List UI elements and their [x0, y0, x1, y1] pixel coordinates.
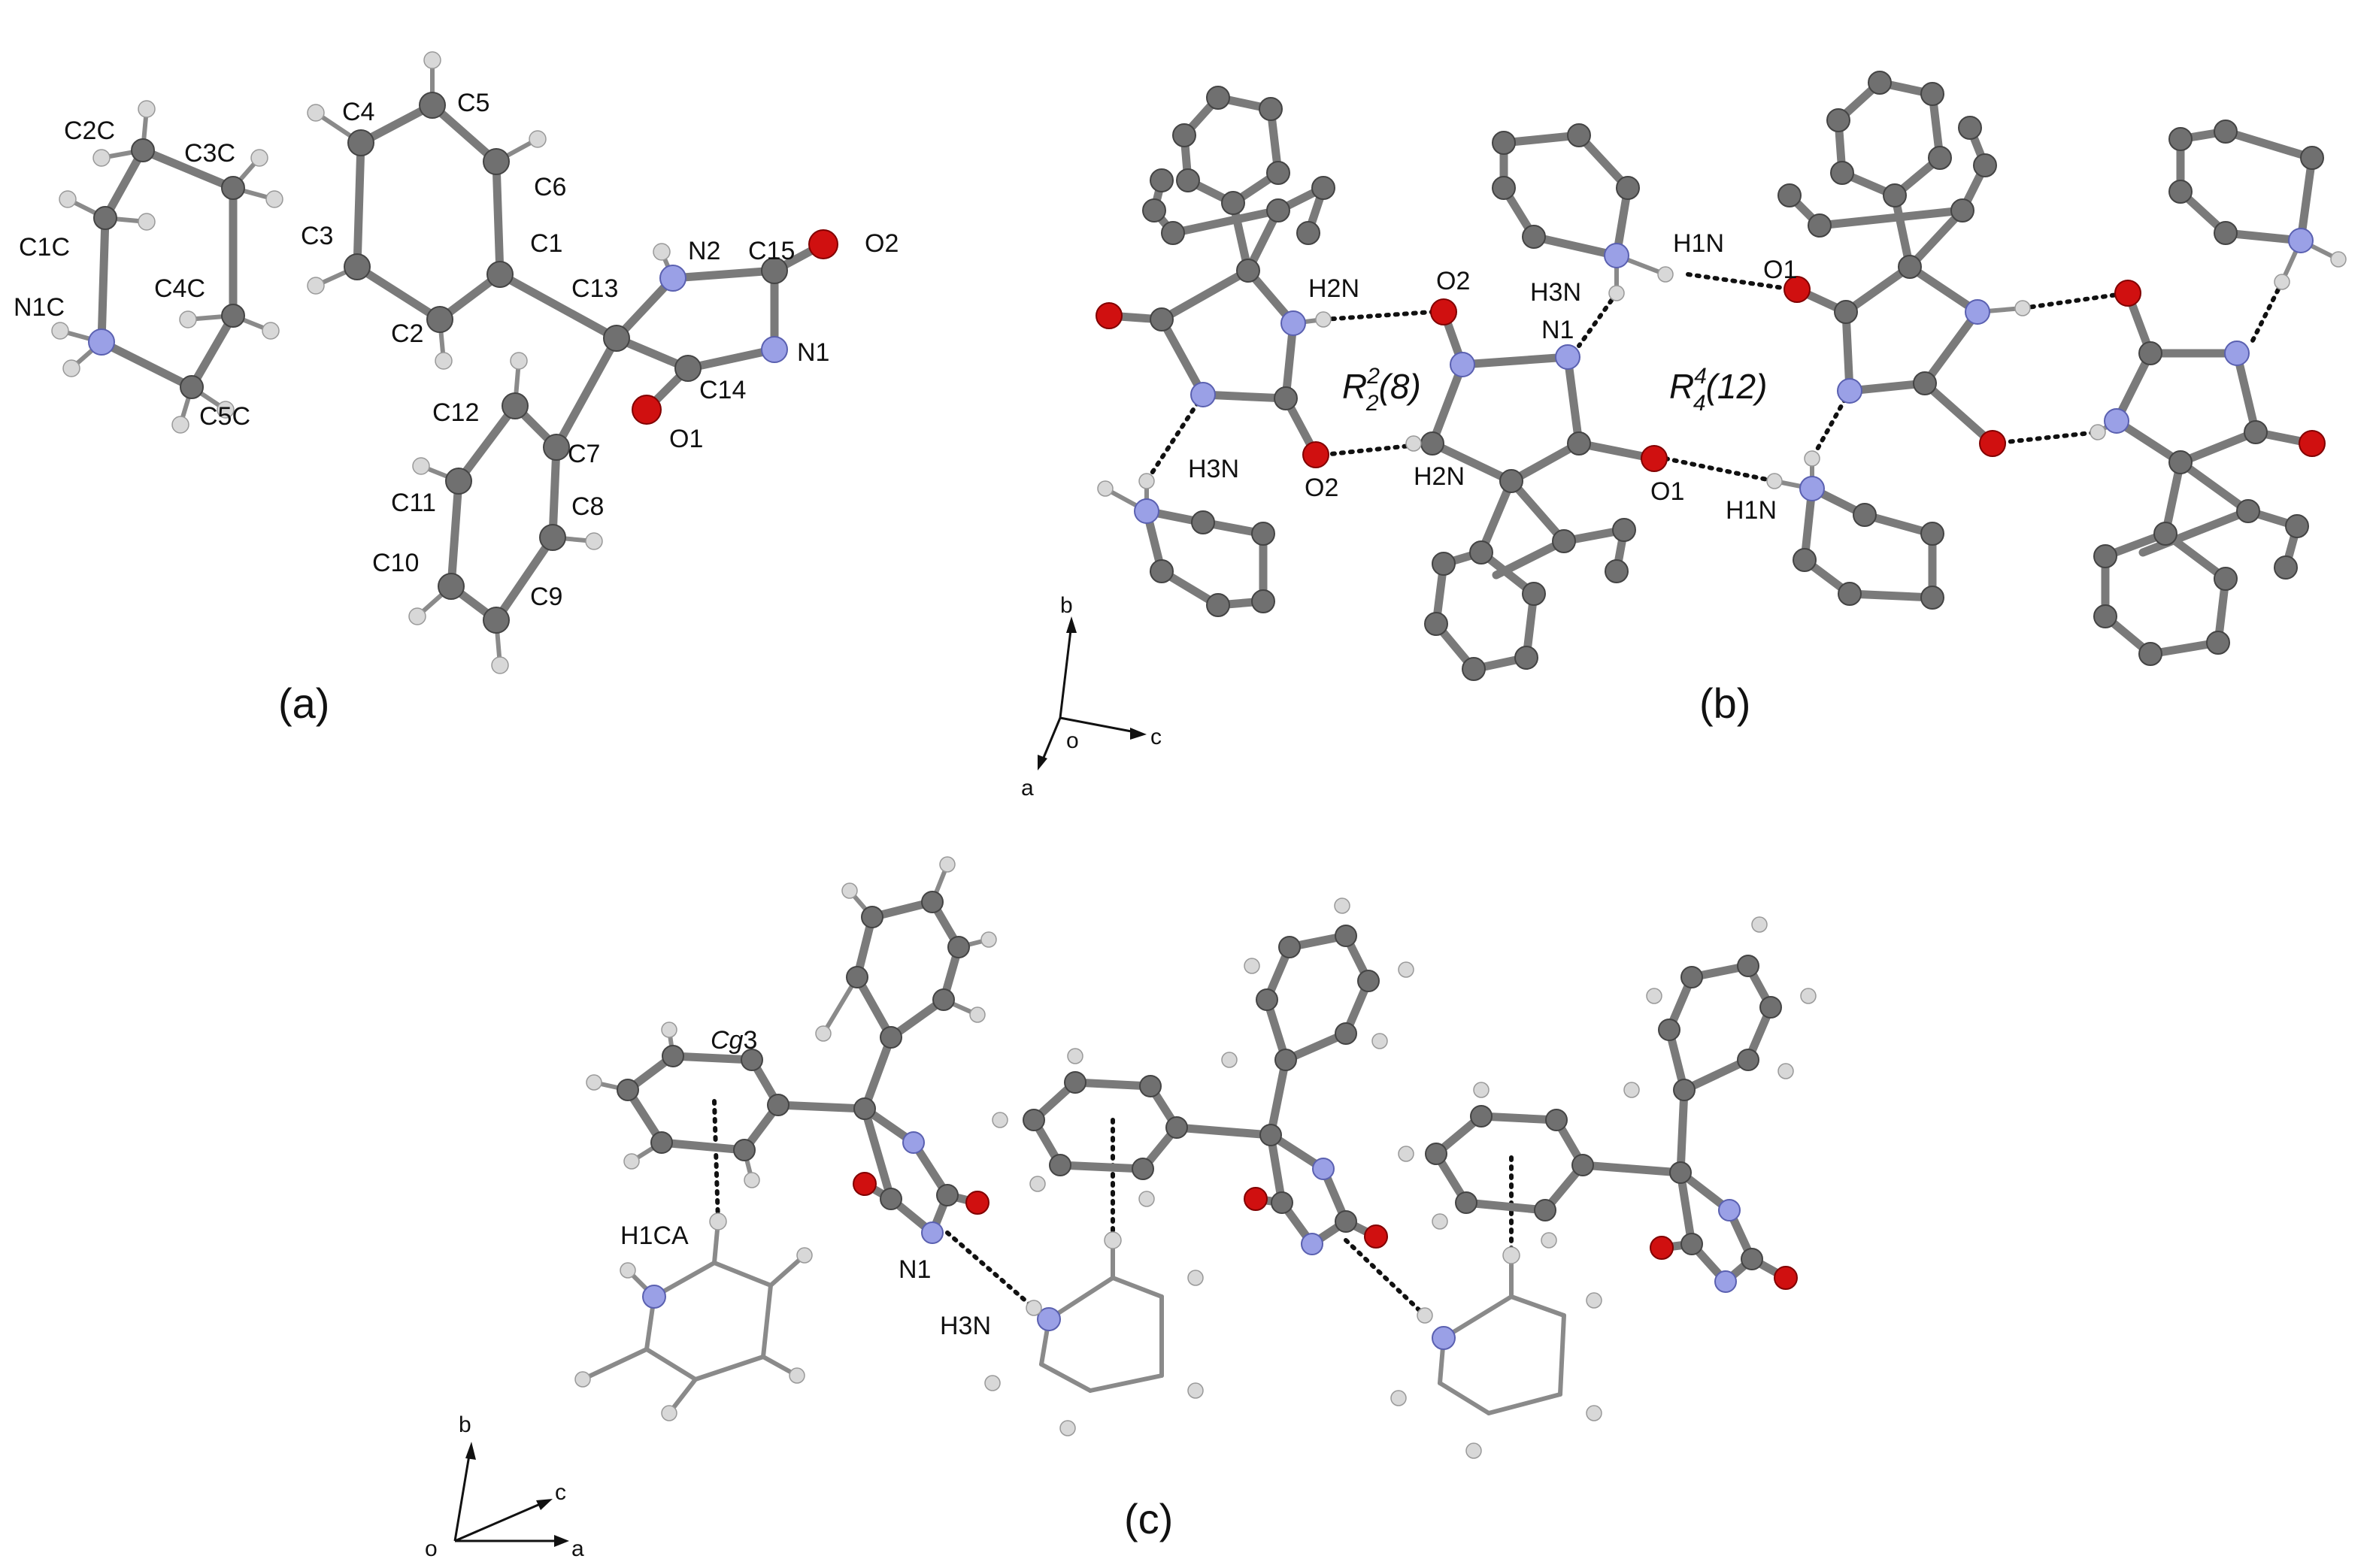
- label-b-h2n-bottom: H2N: [1414, 462, 1465, 491]
- label-c12: C12: [432, 398, 479, 427]
- label-o1: O1: [669, 425, 703, 453]
- label-c-h3n: H3N: [940, 1312, 991, 1340]
- label-b-h3n-left: H3N: [1188, 455, 1239, 483]
- label-c15: C15: [748, 237, 795, 265]
- hbond-h3n-n1-left: [1144, 392, 1205, 483]
- piperidinium-cation-a: [51, 100, 283, 434]
- r22-sub: 2: [1365, 391, 1379, 416]
- axis-b-c: c: [1150, 725, 1162, 749]
- r44-suffix: (12): [1706, 367, 1768, 406]
- label-b-o2-top: O2: [1436, 267, 1470, 295]
- axis-b-b: b: [1060, 593, 1073, 618]
- r44-sub: 4: [1693, 391, 1706, 416]
- panel-a: C2C C3C C1C C4C N1C C5C C4 C5 C6 C3 C1 N…: [14, 51, 899, 727]
- label-b-o2-bottom: O2: [1305, 474, 1338, 502]
- hbond-h3n-n1-right: [1810, 389, 1852, 461]
- r44-letter: R: [1669, 367, 1694, 406]
- label-c4c: C4C: [154, 274, 205, 303]
- label-b-h1n-bottom: H1N: [1726, 496, 1777, 525]
- hbond-o-h-right-bottom: [1990, 430, 2100, 446]
- panel-b: H2N O2 H3N H1N O1 N1 H3N O2 H2N O1 H1N R…: [1021, 71, 2347, 801]
- hbond-c1: [945, 1230, 1036, 1310]
- label-b-h3n-mid: H3N: [1530, 278, 1581, 307]
- piperidinium-b3: [1766, 450, 1944, 610]
- hbond-o1-h1n-bottom: [1663, 456, 1777, 483]
- label-c-n1: N1: [899, 1255, 931, 1284]
- axes-b: b c a o: [1021, 593, 1162, 801]
- hbond-h3n-n1-mid: [1577, 291, 1619, 348]
- hbond-c2: [1344, 1238, 1427, 1318]
- label-c-h1ca: H1CA: [620, 1221, 689, 1250]
- hbond-h1n-o1-top: [1686, 272, 1796, 292]
- label-b-o1-top: O1: [1763, 256, 1797, 284]
- cg3-number: 3: [743, 1026, 757, 1055]
- label-c3c: C3C: [184, 139, 235, 168]
- axis-c-c: c: [555, 1480, 566, 1505]
- label-c8: C8: [571, 492, 604, 521]
- piperidinium-b1: [1097, 473, 1275, 617]
- axis-b-origin: o: [1066, 728, 1079, 753]
- cg3-italic: Cg: [711, 1026, 744, 1055]
- axes-c: b c a o: [425, 1412, 584, 1561]
- label-c13: C13: [571, 274, 618, 303]
- label-c3: C3: [301, 222, 333, 250]
- axis-c-origin: o: [425, 1536, 438, 1561]
- label-b-h1n-top: H1N: [1673, 229, 1724, 258]
- panel-c-label: (c): [1124, 1495, 1173, 1542]
- phenytoin-anion-b1: [1096, 86, 1335, 468]
- hbond-h-o-right-top: [2020, 291, 2130, 310]
- hbond-h2n-o2-top: [1321, 310, 1435, 322]
- label-c10: C10: [372, 549, 419, 577]
- label-c1: C1: [530, 229, 562, 258]
- label-c5: C5: [457, 89, 489, 117]
- label-c14: C14: [699, 376, 746, 404]
- label-c1c: C1C: [19, 233, 70, 262]
- label-c9: C9: [530, 583, 562, 611]
- panel-b-label: (b): [1699, 680, 1750, 727]
- hbond-h3n-n-far-right: [2250, 280, 2284, 344]
- panel-a-label: (a): [278, 680, 329, 727]
- label-c11: C11: [391, 489, 436, 517]
- label-n1c: N1C: [14, 293, 65, 322]
- label-c6: C6: [534, 173, 566, 201]
- axis-b-a: a: [1021, 776, 1034, 801]
- label-c4: C4: [342, 98, 374, 126]
- label-b-h2n-top: H2N: [1308, 274, 1359, 303]
- label-c2c: C2C: [64, 117, 115, 145]
- label-b-n1: N1: [1541, 316, 1574, 344]
- molecule-set-c2: [984, 898, 1414, 1436]
- piperidinium-b2: [1492, 123, 1674, 301]
- label-o2: O2: [865, 229, 899, 258]
- panel-c: Cg3 H1CA N1 H3N b c a o (c): [425, 856, 1817, 1561]
- axis-c-a: a: [571, 1536, 584, 1561]
- label-n2: N2: [688, 237, 720, 265]
- axis-c-b: b: [459, 1412, 471, 1437]
- phenytoin-anion-a: [307, 51, 838, 674]
- r22-suffix: (8): [1379, 367, 1421, 406]
- molecule-set-c3: [1390, 916, 1817, 1459]
- label-cg3: Cg3: [711, 1026, 757, 1055]
- molecule-set-c1: [574, 856, 997, 1421]
- r22-sup: 2: [1366, 364, 1380, 389]
- label-c5c: C5C: [199, 402, 250, 431]
- ch-pi-1: [712, 1099, 720, 1224]
- phenytoin-anion-b2: [1405, 298, 1668, 681]
- r22-letter: R: [1342, 367, 1367, 406]
- label-b-o1-bottom: O1: [1650, 477, 1684, 506]
- svg-text:R44(12): R44(12): [1669, 364, 1767, 416]
- phenytoin-anion-b4: [2090, 280, 2326, 666]
- piperidinium-b4: [2168, 120, 2347, 290]
- label-n1: N1: [797, 338, 829, 367]
- label-c2: C2: [391, 319, 423, 348]
- r44-sup: 4: [1694, 364, 1707, 389]
- svg-text:R22(8): R22(8): [1342, 364, 1421, 416]
- label-c7: C7: [568, 440, 600, 468]
- phenytoin-anion-b3: [1777, 71, 2031, 457]
